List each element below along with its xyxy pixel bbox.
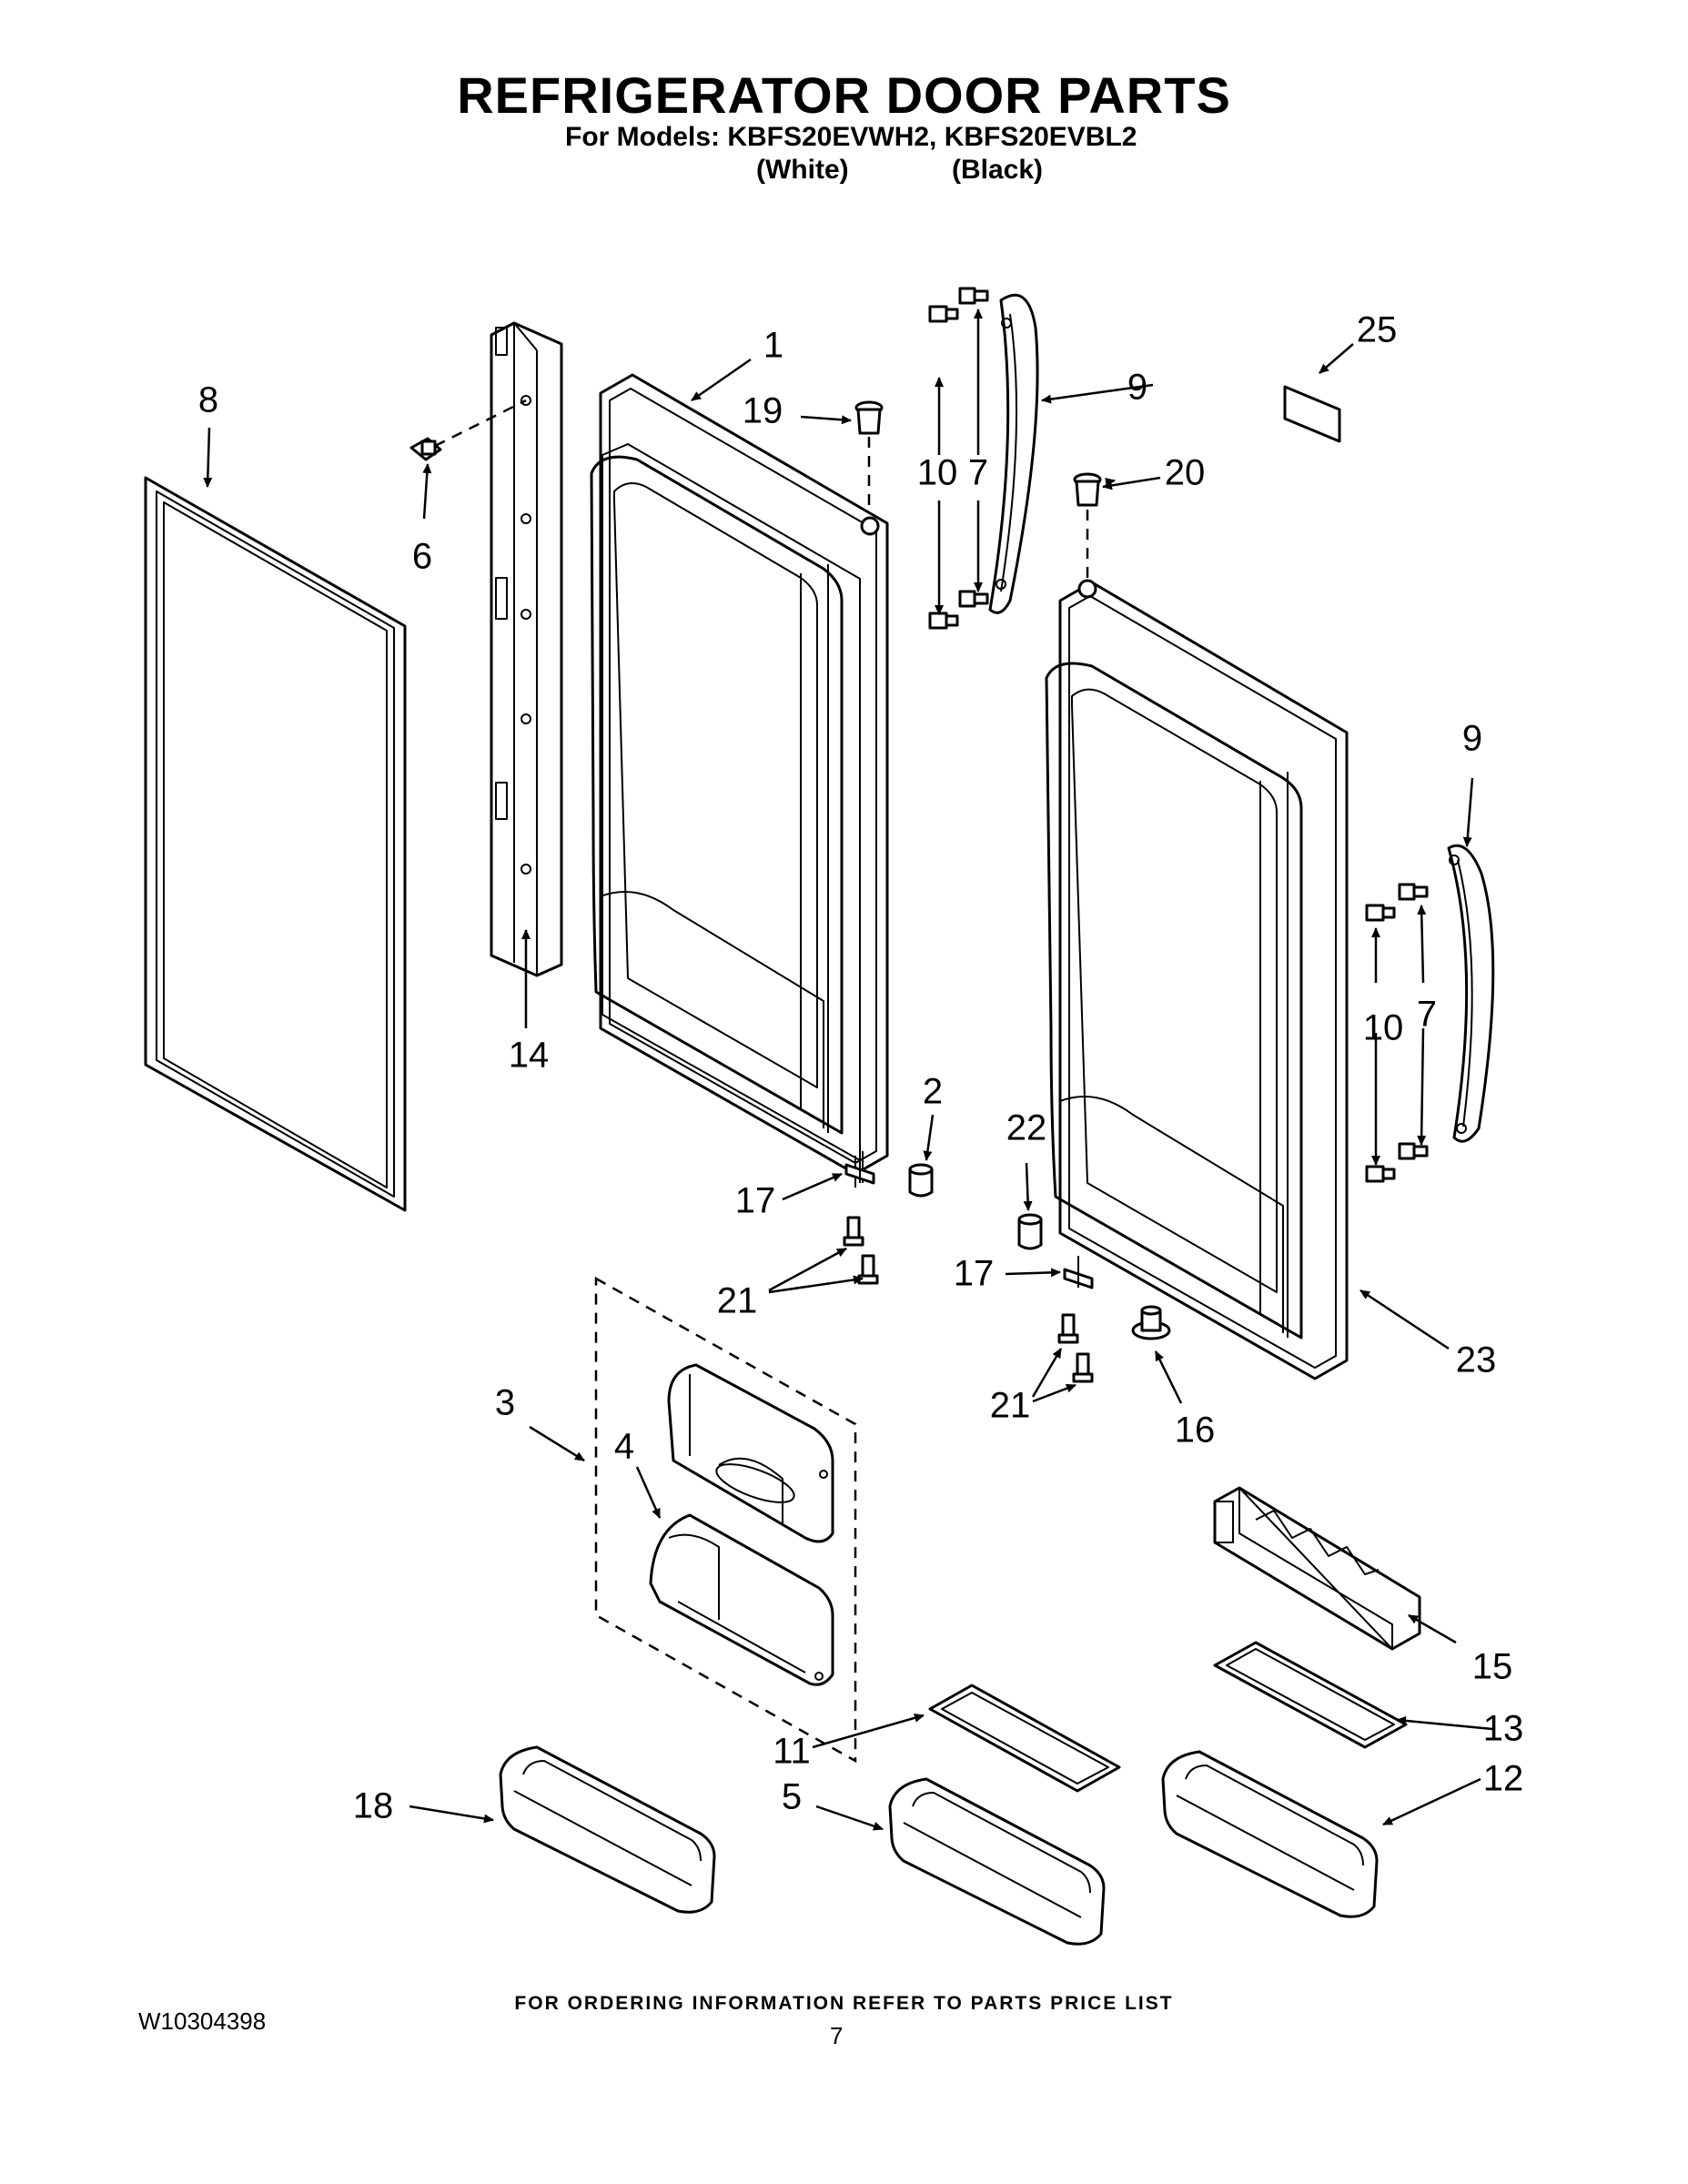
bushing-part-2 [908, 1163, 934, 1198]
variant-white-label: (White) [756, 155, 849, 185]
callout-1: 1 [763, 325, 784, 366]
door-bin-part-18 [499, 1745, 716, 1914]
callout-10-upper: 10 [916, 452, 958, 493]
door-handle-part-lower [1447, 844, 1495, 1143]
callout-21-right: 21 [989, 1385, 1031, 1426]
callout-10-lower: 10 [1362, 1007, 1404, 1048]
callout-22: 22 [1006, 1107, 1047, 1148]
callout-17-left: 17 [734, 1180, 776, 1221]
bushing-part-19 [854, 400, 884, 510]
callout-6: 6 [411, 536, 433, 577]
screw-part-6 [409, 437, 442, 461]
egg-tray-part [1213, 1486, 1421, 1651]
models-line: For Models: KBFS20EVWH2, KBFS20EVBL2 [565, 122, 1137, 152]
trim-strip-part [434, 321, 563, 977]
handle-screws-upper [928, 287, 989, 630]
label-part-25 [1283, 385, 1341, 443]
dispenser-assembly-outline [594, 1276, 857, 1764]
callout-8: 8 [197, 379, 219, 420]
callout-25: 25 [1356, 309, 1398, 350]
callout-13: 13 [1482, 1708, 1524, 1749]
callout-5: 5 [781, 1776, 803, 1817]
callout-14: 14 [508, 1035, 550, 1076]
variant-black-label: (Black) [952, 155, 1044, 185]
callout-19: 19 [742, 390, 783, 431]
callout-7-upper: 7 [967, 452, 989, 493]
callout-12: 12 [1482, 1758, 1524, 1799]
hinge-bracket-part-left [844, 1151, 875, 1185]
door-gasket-part [144, 476, 407, 1212]
bushing-part-20 [1073, 472, 1102, 578]
callout-3: 3 [494, 1382, 516, 1423]
left-door-part [590, 373, 889, 1188]
callout-11: 11 [773, 1731, 811, 1772]
bushing-part-22 [1017, 1213, 1043, 1250]
door-bin-part-5 [888, 1777, 1106, 1946]
callout-2: 2 [922, 1071, 944, 1112]
document-number: W10304398 [138, 2007, 267, 2035]
callout-18: 18 [352, 1785, 394, 1826]
callout-7-lower: 7 [1416, 994, 1438, 1035]
shelf-cover-part-13 [1213, 1641, 1408, 1749]
handle-screws-lower [1365, 883, 1429, 1183]
callout-9-upper: 9 [1127, 367, 1148, 408]
callout-15: 15 [1471, 1646, 1513, 1687]
leader-arrows [203, 308, 1493, 1831]
dispenser-bin-part [649, 1513, 834, 1686]
page-title: REFRIGERATOR DOOR PARTS [457, 66, 1231, 124]
door-bin-part-12 [1161, 1750, 1379, 1918]
callout-21-left: 21 [716, 1280, 758, 1321]
hinge-bracket-part-right [1063, 1256, 1094, 1289]
callout-16: 16 [1174, 1410, 1216, 1451]
shelf-cover-part-11 [928, 1684, 1121, 1793]
callout-9-lower: 9 [1461, 718, 1483, 759]
callout-17-right: 17 [953, 1253, 995, 1294]
callout-20: 20 [1164, 452, 1206, 493]
callout-4: 4 [613, 1426, 635, 1467]
screws-part-21 [843, 1216, 1094, 1383]
dispenser-housing-part [667, 1363, 834, 1543]
page-number: 7 [830, 2022, 844, 2049]
callout-23: 23 [1455, 1340, 1497, 1380]
door-handle-part-upper [988, 293, 1039, 614]
ordering-note: FOR ORDERING INFORMATION REFER TO PARTS … [514, 1993, 1174, 2014]
right-door-part [1045, 579, 1349, 1380]
hinge-pin-part-16 [1131, 1305, 1171, 1340]
